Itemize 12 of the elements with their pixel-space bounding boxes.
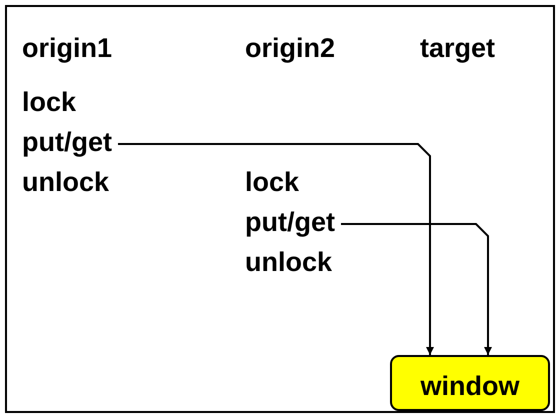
arrow (118, 143, 434, 355)
column-header: origin1 (22, 33, 112, 63)
operation-label: put/get (22, 127, 112, 157)
operation-label: put/get (245, 207, 335, 237)
operation-label: unlock (245, 247, 332, 277)
operation-label: unlock (22, 167, 110, 197)
column-header: target (420, 33, 496, 63)
operation-label: lock (245, 167, 300, 197)
column-header: origin2 (245, 33, 336, 63)
arrow (340, 223, 492, 355)
operation-label: lock (22, 87, 76, 117)
window-box: window (390, 355, 550, 411)
